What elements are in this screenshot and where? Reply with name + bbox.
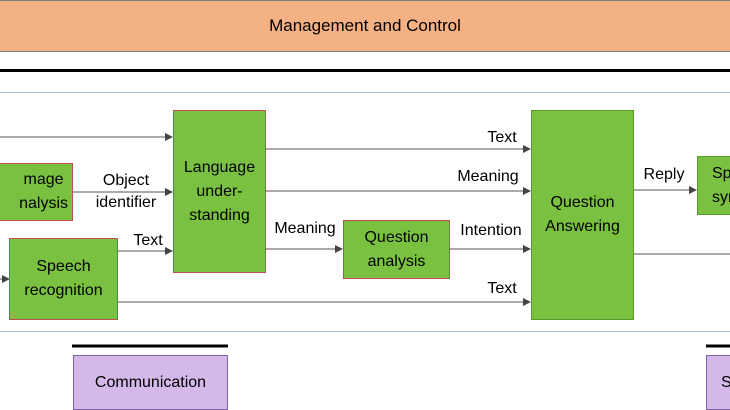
reply-label: Reply xyxy=(643,166,685,183)
meaning-label-lu-to-qa: Meaning xyxy=(457,168,519,185)
object-identifier-label: Object identifier xyxy=(95,172,157,211)
management-control-banner: Management and Control xyxy=(0,0,730,52)
pipeline-frame xyxy=(0,92,730,332)
question-answering-label: Question Answering xyxy=(545,194,620,235)
question-analysis-label: Question analysis xyxy=(364,228,429,270)
communication-label: Communication xyxy=(94,373,207,391)
communication-box: Communication xyxy=(73,355,228,410)
question-answering-box: Question Answering xyxy=(531,110,634,320)
text-label-speech-to-lu: Text xyxy=(133,232,163,249)
intention-label: Intention xyxy=(460,222,522,239)
speech-recognition-label: Speech recognition xyxy=(24,258,103,299)
speech-synthesis-label: Sp syn xyxy=(712,164,730,206)
meaning-label-lu-to-qanalysis: Meaning xyxy=(274,220,336,237)
right-section-box: S xyxy=(706,355,730,410)
language-understanding-box: Language under- standing xyxy=(173,110,266,273)
right-section-label: S xyxy=(721,373,730,391)
language-understanding-label: Language under- standing xyxy=(183,158,256,224)
image-analysis-box: mage nalysis xyxy=(0,163,73,221)
speech-synthesis-box: Sp syn xyxy=(697,156,730,215)
text-label-lu-to-qa: Text xyxy=(487,129,517,146)
text-label-speech-to-qa: Text xyxy=(487,280,517,297)
banner-title: Management and Control xyxy=(269,16,461,35)
image-analysis-label: mage nalysis xyxy=(19,171,68,212)
speech-recognition-box: Speech recognition xyxy=(9,238,118,320)
question-analysis-box: Question analysis xyxy=(343,220,450,279)
section-divider xyxy=(0,69,730,72)
